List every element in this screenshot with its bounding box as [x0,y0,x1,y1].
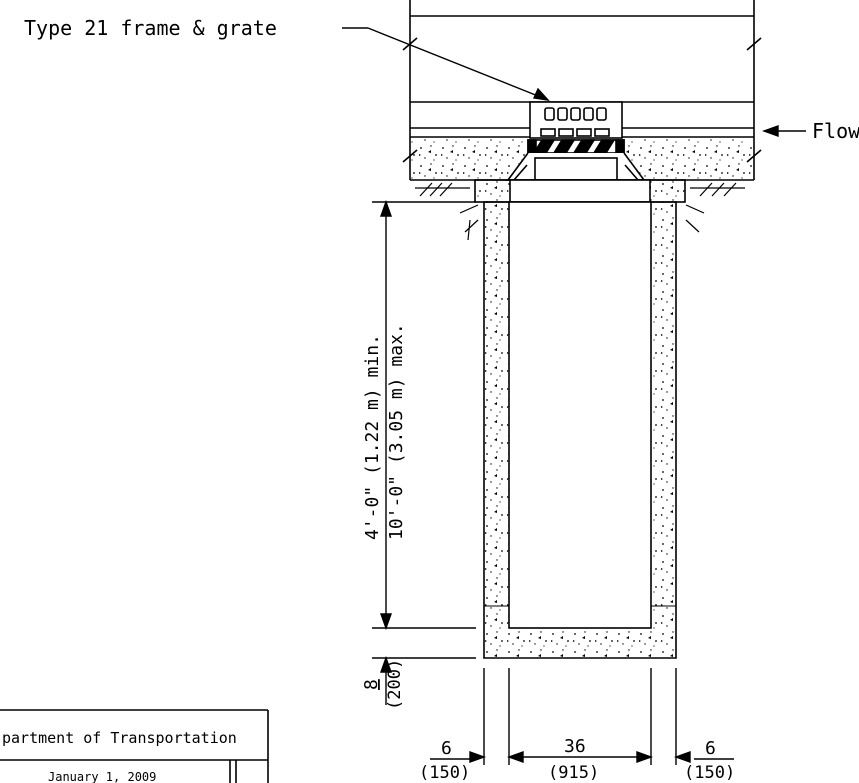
base-dim-in: 8 [361,679,382,690]
wall-left-dim-mm: (150) [419,763,470,783]
wall-left-dim-in: 6 [441,738,452,759]
inlet-structure [474,179,686,659]
type21-callout: Type 21 frame & grate [24,16,277,40]
dimension-lines [342,27,806,765]
issue-date: January 1, 2009 [48,770,156,783]
inner-dim-mm: (915) [548,763,599,783]
height-max-label: 10'-0" (3.05 m) max. [386,323,407,540]
frame-and-grate [506,101,646,181]
flow-label: Flow [812,119,859,143]
title-block [0,709,269,783]
wall-right-dim-mm: (150) [684,763,735,783]
agency-name: partment of Transportation [2,729,237,747]
height-min-label: 4'-0" (1.22 m) min. [362,334,383,540]
inner-dim-in: 36 [564,736,586,757]
base-dim-mm: (200) [385,659,405,710]
wall-right-dim-in: 6 [705,738,716,759]
earth-hatch [415,182,745,241]
